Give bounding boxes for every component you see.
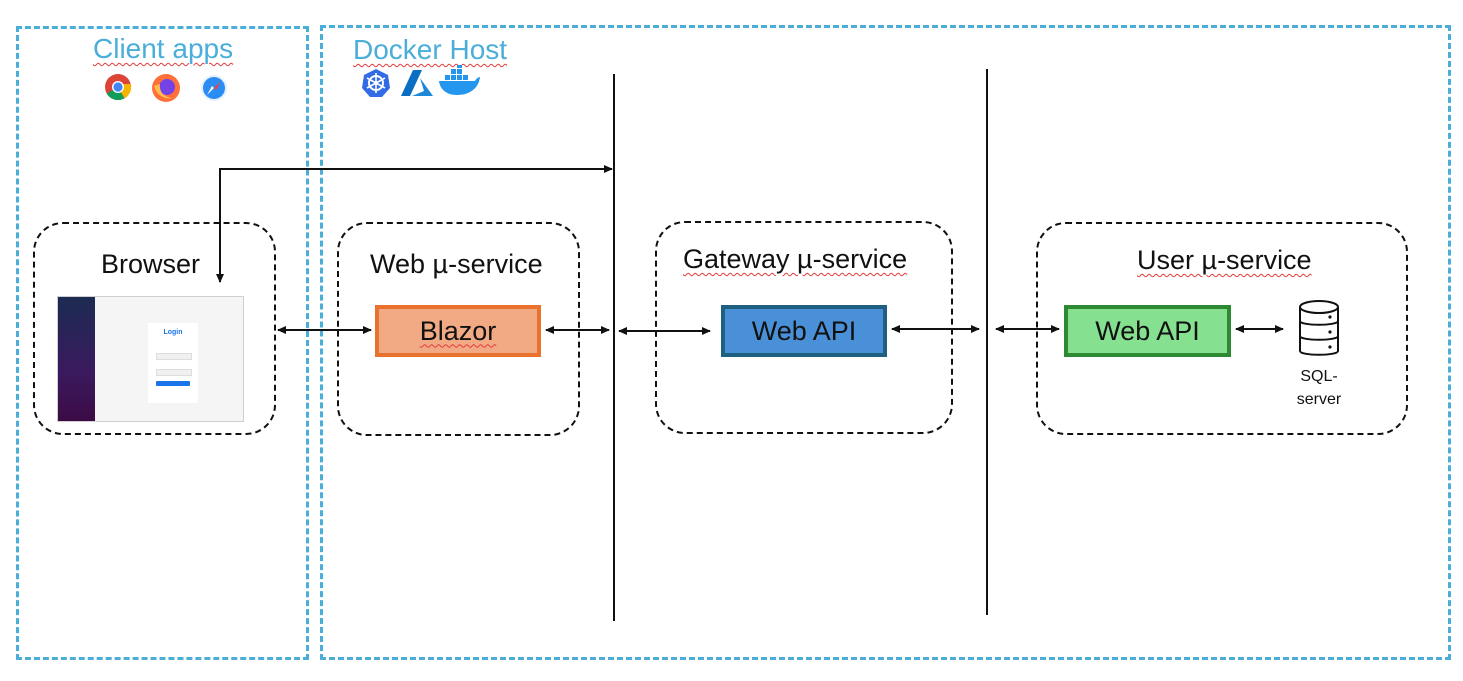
docker-host-title: Docker Host bbox=[353, 34, 508, 65]
gateway-web-api-label: Web API bbox=[751, 315, 857, 346]
gateway-web-api-component: Web API bbox=[721, 305, 887, 357]
mockup-login-title: Login bbox=[163, 329, 183, 336]
sql-server-label-1: SQL- bbox=[1300, 368, 1338, 385]
mockup-password-field bbox=[156, 369, 192, 376]
azure-icon bbox=[398, 66, 436, 100]
kubernetes-icon bbox=[354, 66, 398, 100]
docker-host-region bbox=[320, 25, 1451, 660]
mockup-login-button bbox=[156, 381, 190, 386]
safari-icon bbox=[194, 70, 234, 106]
user-web-api-component: Web API bbox=[1064, 305, 1231, 357]
gateway-service-title-text: Gateway µ-service bbox=[683, 244, 908, 274]
user-web-api-label: Web API bbox=[1095, 315, 1200, 346]
blazor-label: Blazor bbox=[419, 315, 497, 346]
user-service-title: User µ-service bbox=[1137, 245, 1312, 276]
blazor-component: Blazor bbox=[375, 305, 541, 357]
browser-title: Browser bbox=[101, 249, 201, 279]
mockup-username-field bbox=[156, 353, 192, 360]
sql-server-label-2: server bbox=[1296, 391, 1342, 408]
separator-line-2 bbox=[986, 69, 988, 615]
gateway-service-title: Gateway µ-service bbox=[683, 244, 907, 275]
user-service-title-text: User µ-service bbox=[1137, 245, 1312, 275]
client-apps-region bbox=[16, 26, 309, 660]
redirect-arrow bbox=[216, 165, 613, 283]
mockup-login-card bbox=[148, 323, 198, 403]
chrome-icon bbox=[102, 70, 134, 104]
mockup-sidebar bbox=[58, 297, 95, 421]
client-apps-title: Client apps bbox=[93, 33, 234, 64]
browser-screenshot: Login bbox=[57, 296, 244, 422]
database-icon bbox=[1296, 298, 1342, 360]
docker-icon bbox=[436, 62, 482, 100]
browser-box bbox=[33, 222, 276, 435]
separator-line-1 bbox=[613, 74, 615, 621]
firefox-icon bbox=[147, 70, 185, 106]
